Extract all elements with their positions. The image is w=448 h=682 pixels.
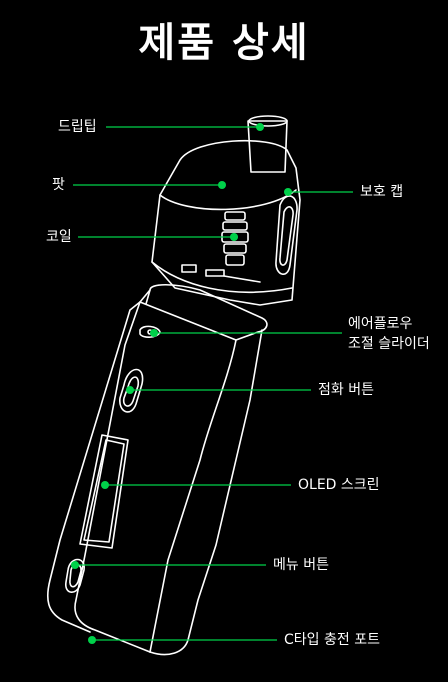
- label-oled: OLED 스크린: [298, 477, 380, 493]
- oled-screen-shape: [79, 434, 129, 549]
- label-protect-cap: 보호 캡: [360, 184, 404, 200]
- drip-tip-marker: [256, 123, 264, 131]
- menu-button-marker: [71, 561, 79, 569]
- coil-marker: [230, 233, 238, 241]
- drip-tip-illustration: [247, 115, 288, 173]
- pod-marker: [218, 181, 226, 189]
- fire-button-shape: [119, 368, 144, 413]
- protect-cap-window: [275, 195, 298, 275]
- label-fire-button: 점화 버튼: [318, 382, 374, 398]
- page-title: 제품 상세: [138, 20, 310, 66]
- oled-marker: [101, 481, 109, 489]
- pod-illustration: [151, 139, 301, 306]
- protect-cap-marker: [284, 188, 292, 196]
- ctype-port-marker: [88, 636, 96, 644]
- battery-body-illustration: [46, 283, 268, 656]
- label-pod: 팟: [52, 177, 65, 193]
- label-coil: 코일: [46, 229, 72, 245]
- label-airflow-line1: 에어플로우: [348, 316, 413, 332]
- label-ctype-port: C타입 충전 포트: [284, 632, 380, 648]
- label-airflow-line2: 조절 슬라이더: [348, 336, 430, 352]
- airflow-marker: [150, 329, 158, 337]
- label-menu-button: 메뉴 버튼: [273, 557, 329, 573]
- label-drip-tip: 드립팁: [58, 119, 97, 135]
- fire-button-marker: [126, 386, 134, 394]
